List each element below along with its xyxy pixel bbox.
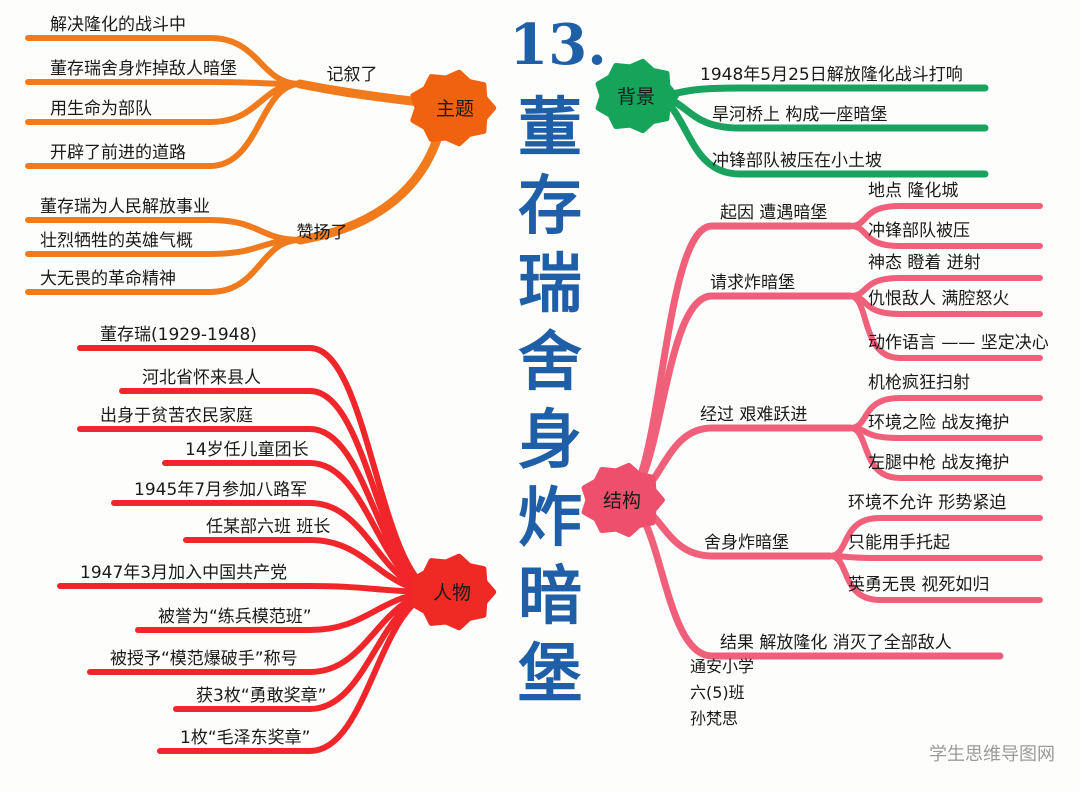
structure-item: 机枪疯狂扫射: [868, 373, 970, 393]
structure-item: 动作语言 —— 坚定决心: [868, 333, 1049, 353]
theme-group-label: 赞扬了: [297, 223, 348, 243]
person-node-label: 人物: [433, 582, 471, 604]
title-char: 堡: [518, 637, 582, 712]
structure-item: 环境不允许 形势紧迫: [848, 493, 1006, 513]
background-node: [595, 58, 679, 134]
structure-group-label: 结果 解放隆化 消灭了全部敌人: [720, 633, 952, 653]
structure-item: 左腿中枪 战友掩护: [868, 453, 1009, 473]
structure-group-label: 舍身炸暗堡: [704, 533, 789, 553]
theme-item: 董存瑞舍身炸掉敌人暗堡: [50, 59, 237, 79]
structure-item: 仇恨敌人 满腔怒火: [868, 289, 1009, 309]
structure-group-label: 请求炸暗堡: [710, 273, 795, 293]
structure-branch: [618, 222, 854, 504]
theme-node: [410, 69, 497, 147]
structure-node: [581, 462, 665, 538]
structure-item: 冲锋部队被压: [868, 221, 970, 241]
theme-item: 解决隆化的战斗中: [50, 15, 186, 35]
title-char: 瑞: [518, 247, 582, 322]
background-item: 旱河桥上 构成一座暗堡: [712, 105, 887, 125]
background-item: 冲锋部队被压在小土坡: [712, 151, 882, 171]
structure-node-label: 结构: [603, 490, 641, 512]
structure-branch: [827, 553, 1043, 603]
person-branch: [57, 583, 443, 595]
theme-item: 壮烈牺牲的英雄气概: [40, 231, 193, 251]
theme-branch: [25, 79, 303, 87]
person-item: 董存瑞(1929-1948): [100, 325, 257, 345]
person-item: 14岁任儿童团长: [185, 440, 309, 460]
theme-branch: [295, 125, 445, 245]
theme-branch: [25, 81, 303, 169]
theme-item: 开辟了前进的道路: [50, 143, 186, 163]
person-item: 1945年7月参加八路军: [134, 480, 307, 500]
person-item: 任某部六班 班长: [206, 517, 330, 537]
structure-item: 环境之险 战友掩护: [868, 413, 1009, 433]
structure-branch: [827, 553, 1043, 561]
title-char: 炸: [518, 481, 582, 556]
theme-branch: [295, 79, 425, 107]
structure-branch: [847, 425, 1043, 481]
structure-item: 地点 隆化城: [868, 181, 958, 201]
structure-branch: [847, 293, 1043, 361]
person-item: 被授予“模范爆破手”称号: [110, 649, 298, 669]
person-item: 1947年3月加入中国共产党: [80, 563, 287, 583]
structure-group-label: 经过 艰难跃进: [700, 405, 807, 425]
credit-line: 孙梵思: [690, 709, 738, 728]
title-number: 13.: [509, 12, 606, 78]
credit-line: 六(5)班: [690, 683, 745, 702]
person-item: 获3枚“勇敢奖章”: [196, 686, 326, 706]
theme-node-label: 主题: [436, 98, 474, 120]
theme-item: 用生命为部队: [50, 99, 152, 119]
structure-branch: [847, 223, 1043, 249]
structure-group-label: 起因 遭遇暗堡: [720, 203, 827, 223]
theme-item: 董存瑞为人民解放事业: [40, 197, 210, 217]
person-item: 出身于贫苦农民家庭: [100, 406, 253, 426]
structure-item: 英勇无畏 视死如归: [848, 575, 989, 595]
background-item: 1948年5月25日解放隆化战斗打响: [700, 65, 963, 85]
theme-item: 大无畏的革命精神: [40, 269, 176, 289]
title-char: 董: [518, 91, 582, 166]
background-branch: [656, 84, 989, 100]
theme-branch: [25, 237, 303, 295]
title-char: 存: [518, 169, 582, 244]
person-node: [410, 553, 497, 631]
background-node-label: 背景: [617, 86, 655, 108]
title-char: 身: [518, 403, 582, 478]
structure-item: 只能用手托起: [848, 533, 950, 553]
person-item: 被誉为“练兵模范班”: [158, 607, 312, 627]
title-char: 舍: [518, 325, 582, 400]
structure-item: 神态 瞪着 迸射: [868, 253, 981, 273]
person-item: 1枚“毛泽东奖章”: [180, 728, 310, 748]
credit-line: 通安小学: [690, 657, 754, 676]
title-char: 暗: [518, 559, 582, 634]
theme-group-label: 记叙了: [327, 65, 378, 85]
watermark: 学生思维导图网: [929, 744, 1055, 765]
person-item: 河北省怀来县人: [142, 368, 261, 388]
